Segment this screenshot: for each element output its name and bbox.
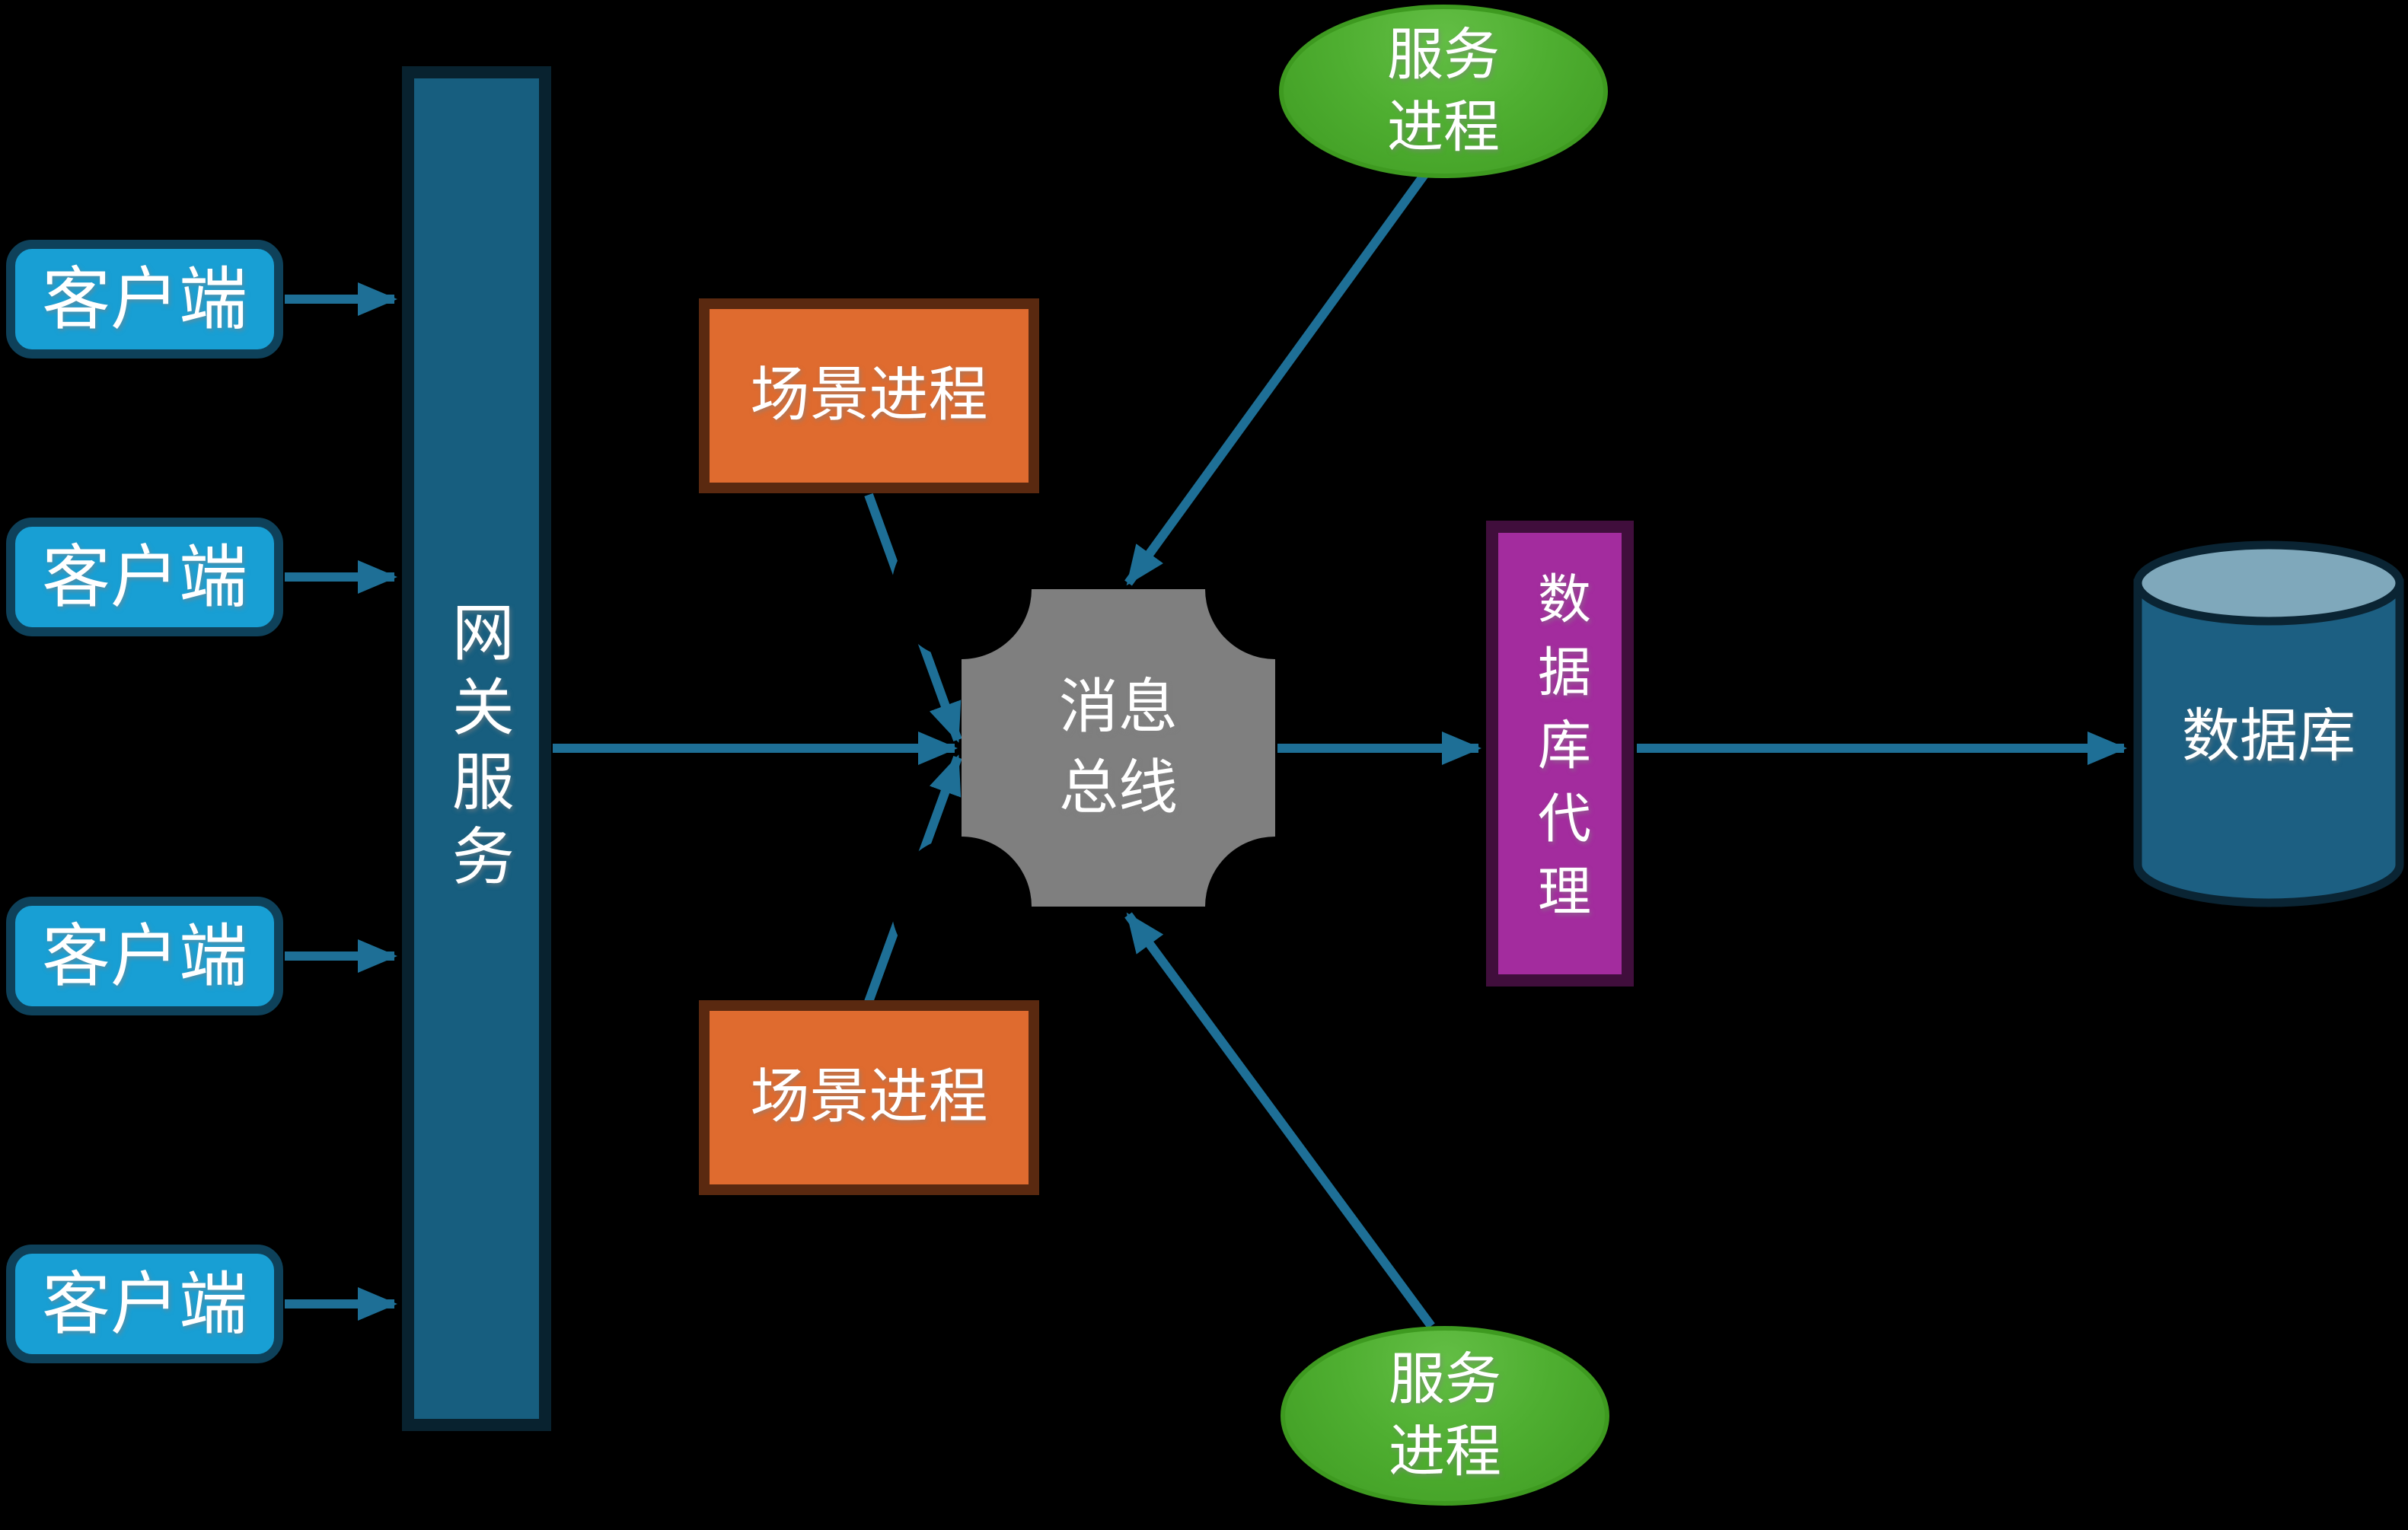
client-label-4: 客户端: [42, 1264, 247, 1344]
client-box-3: 客户端: [6, 897, 283, 1015]
client-box-2: 客户端: [6, 518, 283, 636]
scene-process-box-bottom: 场景进程: [699, 1000, 1039, 1195]
cylinder-body-shape: [2133, 579, 2404, 907]
service-process-ellipse-top: 服务 进程: [1279, 5, 1608, 178]
arrow-service-bottom-to-bus: [1124, 912, 1435, 1329]
cylinder-top-face: [2133, 540, 2404, 626]
message-bus-label: 消息 总线: [1058, 673, 1178, 822]
scene-process-label-bottom: 场景进程: [750, 1063, 988, 1132]
client-label-2: 客户端: [42, 537, 247, 617]
client-box-1: 客户端: [6, 240, 283, 359]
service-process-label-top: 服务 进程: [1387, 22, 1500, 160]
corner-notch: [1205, 837, 1345, 977]
corner-notch: [891, 837, 1032, 977]
message-bus-shape: 消息 总线: [891, 519, 1345, 977]
scene-process-label-top: 场景进程: [750, 361, 988, 430]
database-cylinder: 数据库: [2132, 539, 2406, 908]
gateway-service-label: 网关服务: [441, 599, 514, 898]
client-box-4: 客户端: [6, 1245, 283, 1363]
corner-notch: [1205, 519, 1345, 659]
scene-process-box-top: 场景进程: [699, 298, 1039, 493]
service-process-ellipse-bottom: 服务 进程: [1281, 1326, 1609, 1506]
gateway-service-bar: 网关服务: [402, 66, 551, 1431]
corner-notch: [891, 519, 1032, 659]
client-label-1: 客户端: [42, 259, 247, 339]
database-proxy-bar: 数据库代理: [1486, 521, 1634, 987]
arrow-service-top-to-bus: [1124, 154, 1441, 586]
client-label-3: 客户端: [42, 916, 247, 996]
database-label: 数据库: [2182, 702, 2355, 770]
database-cylinder-graphic: [2133, 540, 2404, 907]
service-process-label-bottom: 服务 进程: [1389, 1347, 1501, 1484]
database-proxy-label: 数据库代理: [1529, 571, 1592, 936]
